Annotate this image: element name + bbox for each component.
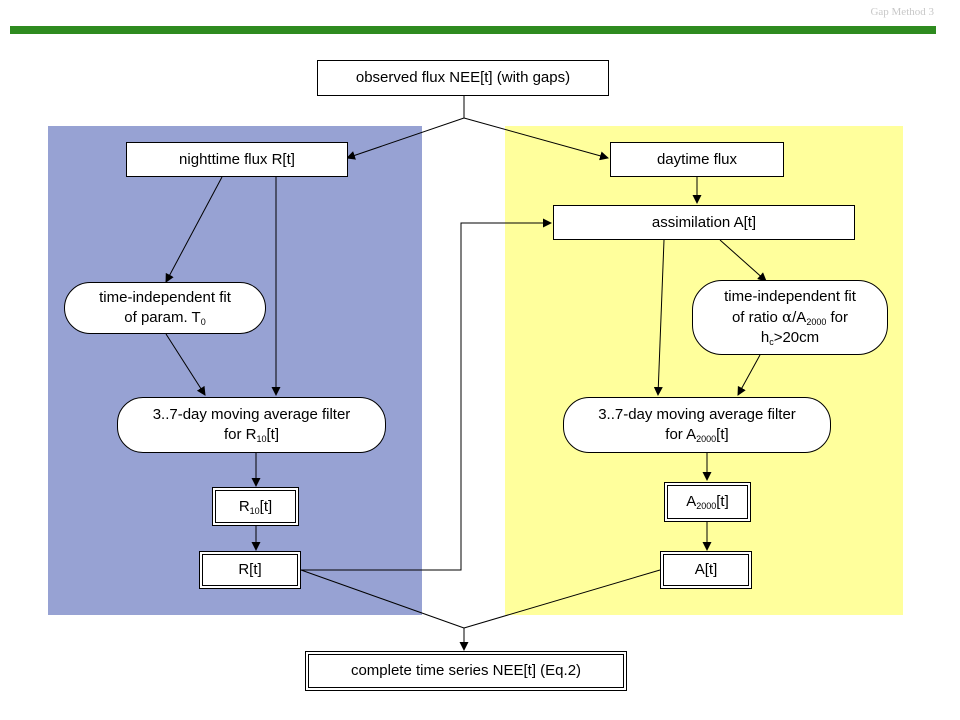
fit-right-line2b: /A [792,309,807,326]
nighttime-panel [48,126,422,615]
edge-junction-daytime [463,117,609,161]
fit-right-line1: time-independent fit [724,288,856,305]
at-box: A[t] [660,551,752,589]
edge-rt-assimilation [301,218,552,571]
rt-box: R[t] [199,551,301,589]
edge-fit-filter [165,333,206,396]
filter-right-box: 3..7-day moving average filter for A2000… [563,397,831,453]
complete-series-box: complete time series NEE[t] (Eq.2) [305,651,627,691]
edge-rt-junction [300,569,465,629]
r10-box: R10[t] [212,487,299,526]
edge-assimilation-filter [653,239,665,396]
slide-label: Gap Method 3 [870,6,934,18]
filter-left-line2b: [t] [266,426,280,443]
filter-right-sub: 2000 [696,434,717,444]
filter-left-line2a: for R [223,426,257,443]
fit-right-sub-a: 2000 [806,317,827,327]
fit-right-line3b: >20cm [773,329,820,346]
r10-sub: 10 [249,505,260,516]
filter-right-line2b: [t] [716,426,729,443]
edge-nighttime-fit [165,176,223,283]
filter-right-line1: 3..7-day moving average filter [598,406,796,423]
r10-a: R [238,497,250,515]
fit-right-line3a: h [760,329,770,346]
alpha-symbol: α [781,308,793,326]
fit-left-line2: of param. T [124,309,201,326]
a2000-a: A [686,493,697,510]
fit-left-line1: time-independent fit [99,289,231,306]
fit-left-sub: 0 [200,317,206,327]
edge-at-junction [463,569,661,629]
observed-flux-box: observed flux NEE[t] (with gaps) [317,60,609,96]
fit-right-box: time-independent fit of ratio α/A2000 fo… [692,280,888,355]
edge-assimilation-fit [719,239,767,282]
a2000-b: [t] [716,493,729,510]
edge-junction-nighttime [346,117,465,160]
filter-left-line1: 3..7-day moving average filter [152,406,351,423]
fit-left-box: time-independent fit of param. T0 [64,282,266,334]
nighttime-flux-box: nighttime flux R[t] [126,142,348,177]
fit-right-line2c: for [826,309,849,326]
fit-right-line2a: of ratio [731,309,782,326]
filter-right-line2a: for A [665,426,697,443]
a2000-box: A2000[t] [664,482,751,522]
edge-fit-filter-right [737,354,761,396]
fit-right-sub-c: c [769,337,774,347]
r10-b: [t] [259,497,273,515]
daytime-flux-box: daytime flux [610,142,784,177]
assimilation-box: assimilation A[t] [553,205,855,240]
a2000-sub: 2000 [696,501,717,511]
filter-left-box: 3..7-day moving average filter for R10[t… [117,397,386,453]
header-bar [10,26,936,34]
filter-left-sub: 10 [256,434,267,444]
